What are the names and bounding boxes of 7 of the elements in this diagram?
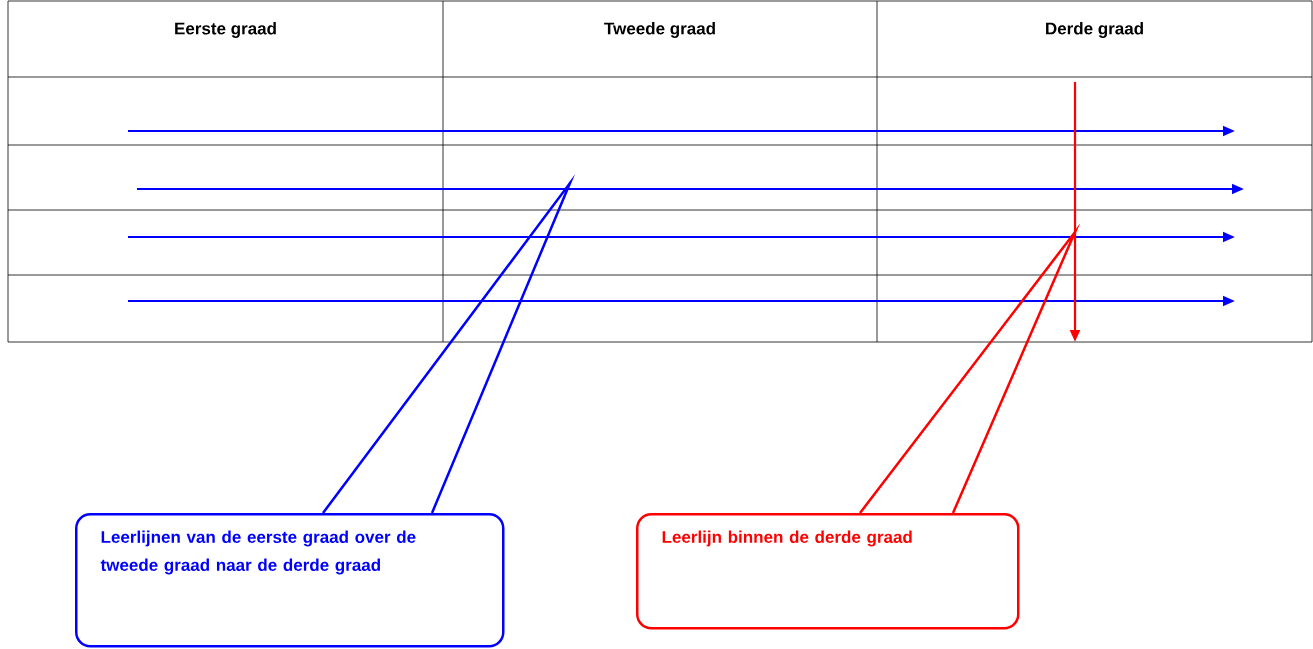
column-header: Eerste graad (175, 22, 276, 38)
column-header: Tweede graad (604, 22, 715, 38)
callout-box: Leerlijn binnen de derde graad (636, 513, 1020, 630)
callout-tail (859, 223, 1081, 514)
callout-tail (322, 174, 576, 514)
column-header: Derde graad (1046, 22, 1143, 38)
callout-box: Leerlijnen van de eerste graad over de tweede graad naar de derde graad (75, 513, 505, 648)
